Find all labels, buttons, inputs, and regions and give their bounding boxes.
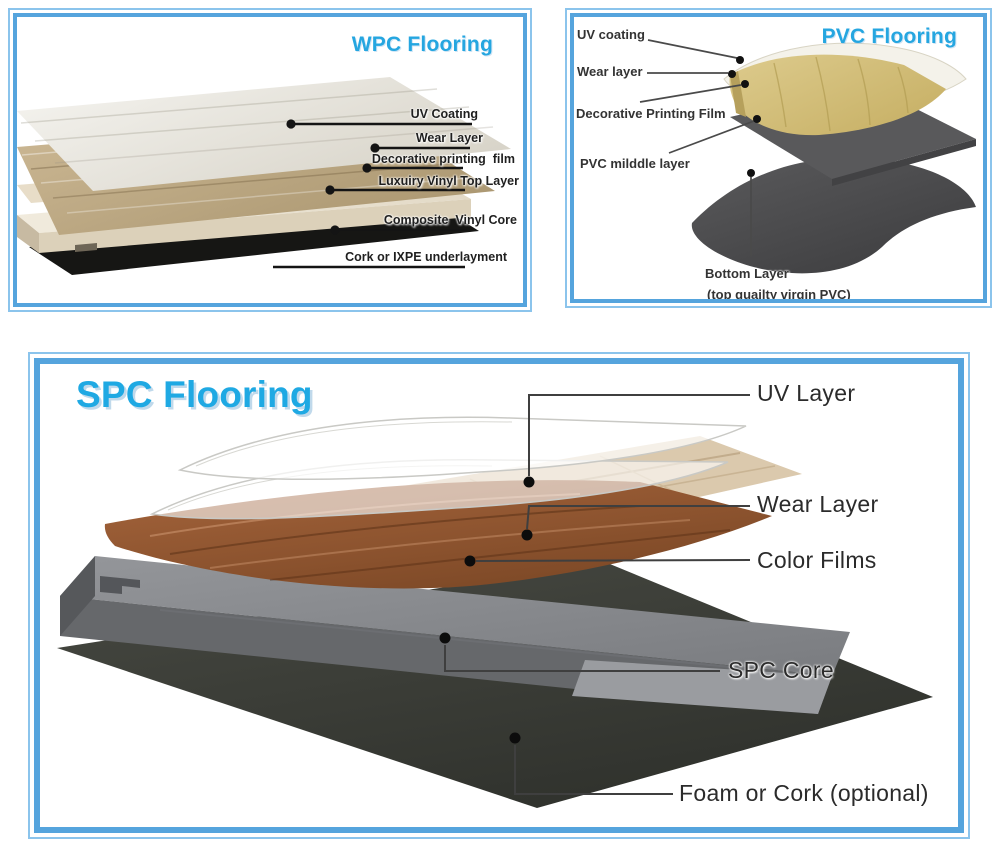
wpc-panel: WPC Flooring UV Coating Wear Layer Decor… <box>8 8 532 312</box>
pvc-label-uv-coating: UV coating <box>577 27 645 42</box>
spc-panel-frame: SPC Flooring UV Layer Wear Layer Color F… <box>34 358 964 833</box>
spc-label-color-films: Color Films <box>757 547 877 573</box>
pvc-label-wear-layer: Wear layer <box>577 64 643 79</box>
wpc-label-vinyl-core: Composite Vinyl Core <box>383 213 517 227</box>
spc-label-foam-cork: Foam or Cork (optional) <box>679 780 929 806</box>
spc-label-wear-layer: Wear Layer <box>757 491 879 517</box>
pvc-panel-frame: PVC Flooring UV coating Wear layer Decor… <box>570 13 987 303</box>
wpc-label-uv-coating: UV Coating <box>410 107 478 121</box>
wpc-uv-sheet-shape <box>17 77 511 191</box>
spc-panel: SPC Flooring UV Layer Wear Layer Color F… <box>28 352 970 839</box>
wpc-label-decorative-film: Decorative printing film <box>371 152 515 166</box>
wpc-panel-title: WPC Flooring <box>351 33 493 56</box>
wpc-label-wear-layer: Wear Layer <box>415 131 483 145</box>
spc-leader-lines <box>444 394 751 795</box>
wpc-leader-dots <box>286 119 380 235</box>
pvc-label-printing-film: Decorative Printing Film <box>576 106 726 121</box>
spc-leader-dots <box>439 476 535 744</box>
wpc-leader-lines <box>273 122 472 269</box>
pvc-layers-illustration <box>639 39 976 274</box>
wpc-layers-illustration <box>17 77 511 275</box>
pvc-panel: PVC Flooring UV coating Wear layer Decor… <box>565 8 992 308</box>
pvc-panel-title: PVC Flooring <box>821 25 957 48</box>
spc-transparent-sheets-shape <box>149 416 747 520</box>
pvc-bottom-layer-shape <box>691 157 976 274</box>
pvc-label-bottom-layer-sub: (top quailty virgin PVC) <box>707 287 851 302</box>
spc-label-spc-core: SPC Core <box>728 657 834 683</box>
wpc-label-underlayment: Cork or IXPE underlayment <box>345 250 507 264</box>
spc-label-uv-layer: UV Layer <box>757 380 856 406</box>
pvc-label-bottom-layer: Bottom Layer <box>705 266 789 281</box>
pvc-leader-dots <box>728 56 761 177</box>
pvc-leader-lines <box>639 39 755 257</box>
wpc-label-vinyl-top-layer: Luxuiry Vinyl Top Layer <box>378 174 519 188</box>
spc-layers-illustration <box>57 394 933 808</box>
pvc-printing-film-shape <box>729 54 946 136</box>
spc-panel-title: SPC Flooring <box>76 374 313 415</box>
wpc-underlayment-layer-shape <box>29 211 479 275</box>
pvc-label-middle-layer: PVC milddle layer <box>580 156 690 171</box>
wpc-panel-frame: WPC Flooring UV Coating Wear Layer Decor… <box>13 13 527 307</box>
